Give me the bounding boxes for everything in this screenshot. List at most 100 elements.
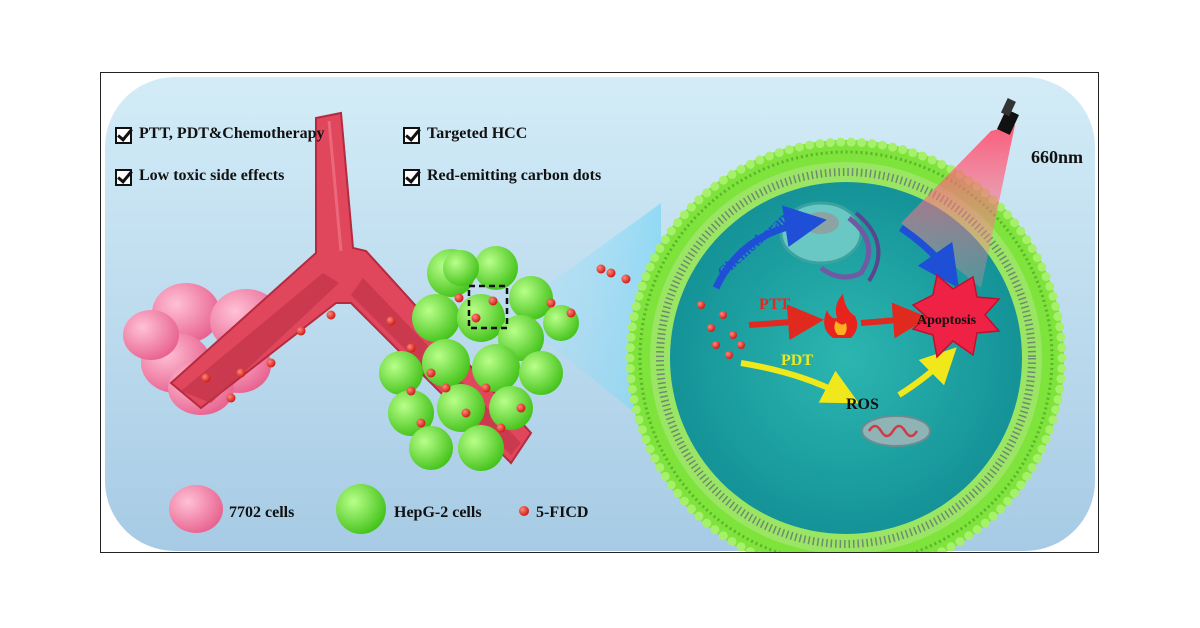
carbon-dot [566,308,576,318]
drug-dot [725,351,733,359]
legend-label-7702: 7702 cells [229,504,294,521]
check-icon [115,127,132,144]
membrane-bead [1027,243,1037,253]
membrane-bead [1003,496,1013,506]
membrane-bead [937,547,947,552]
green-cell [437,384,485,432]
carbon-dot [516,403,526,413]
pdt-arrow [740,360,859,404]
membrane-bead [650,253,660,263]
membrane-bead [937,159,947,169]
green-cell [443,250,479,286]
membrane-bead [1057,343,1067,353]
green-cell [422,339,470,387]
label-pdt: PDT [781,352,813,369]
membrane-bead [637,281,647,291]
membrane-bead [694,511,704,521]
laser-beam [901,125,1015,288]
membrane-bead [626,332,636,342]
membrane-bead [1027,463,1037,473]
membrane-bead [655,243,665,253]
green-cell [519,351,563,395]
drug-dot [697,301,705,309]
membrane-bead [702,188,712,198]
check-icon [403,169,420,186]
carbon-dot [406,386,416,396]
membrane-bead [1009,218,1019,228]
membrane-bead [805,140,815,150]
membrane-bead [1051,405,1061,415]
membrane-bead [629,312,639,322]
membrane-bead [784,145,794,155]
carbon-dots-in-vessel [201,264,651,433]
green-cell [474,246,518,290]
membrane-bead [634,415,644,425]
membrane-bead [673,218,683,228]
green-cell [412,294,460,342]
green-cell [472,344,520,392]
carbon-dot [406,343,416,353]
membrane-bead [637,425,647,435]
membrane-bead [710,525,720,535]
legend-label-hepg2: HepG-2 cells [394,504,482,521]
figure-frame: 660nm Chemotherapy PTT PDT [100,72,1099,553]
membrane-bead [1003,210,1013,220]
membrane-bead [857,138,867,148]
membrane-bead [794,142,804,152]
membrane-bead [946,542,956,552]
feature-label: Red-emitting carbon dots [427,167,602,184]
carbon-dot [596,264,606,274]
membrane-bead [641,272,651,282]
check-icon [115,169,132,186]
green-cell [509,276,553,320]
membrane-bead [694,195,704,205]
membrane-bead [625,353,635,363]
membrane-bead [1045,281,1055,291]
membrane-bead [836,137,846,147]
membrane-bead [1041,434,1051,444]
membrane-bead [846,137,856,147]
flashlight-icon [997,98,1019,135]
label-apoptosis: Apoptosis [917,313,977,328]
membrane-bead [660,471,670,481]
membrane-bead [666,226,676,236]
membrane-bead [1037,444,1047,454]
membrane-bead [955,536,965,546]
zoom-cone [509,203,661,433]
green-cell [379,351,423,395]
membrane-bead [964,531,974,541]
membrane-bead [1045,425,1055,435]
membrane-bead [745,159,755,169]
membrane-bead [686,202,696,212]
membrane-bead [655,463,665,473]
carbon-dot [426,368,436,378]
membrane-bead [645,444,655,454]
membrane-bead [888,142,898,152]
laser-wavelength: 660nm [1031,147,1083,167]
membrane-bead [1053,312,1063,322]
membrane-bead [1051,301,1061,311]
membrane-bead [627,384,637,394]
check-icon [403,127,420,144]
membrane-bead [718,175,728,185]
drug-dot [729,331,737,339]
pdt-to-apoptosis-arrow [897,347,957,398]
membrane-bead [1048,291,1058,301]
chemo-to-apoptosis-arrow [899,225,959,289]
carbon-dot [454,293,464,303]
green-cell [409,426,453,470]
membrane-bead [727,536,737,546]
carbon-dot [236,368,246,378]
membrane-bead [631,405,641,415]
membrane-bead [918,151,928,161]
carbon-dot [296,326,306,336]
membrane-bead [1053,394,1063,404]
membrane-bead [774,148,784,158]
membrane-bead [645,262,655,272]
membrane-bead [996,504,1006,514]
chemo-arrow [712,205,827,290]
membrane-bead [1055,384,1065,394]
membrane-bead [927,155,937,165]
carbon-dot [441,383,451,393]
membrane-bead [745,547,755,552]
